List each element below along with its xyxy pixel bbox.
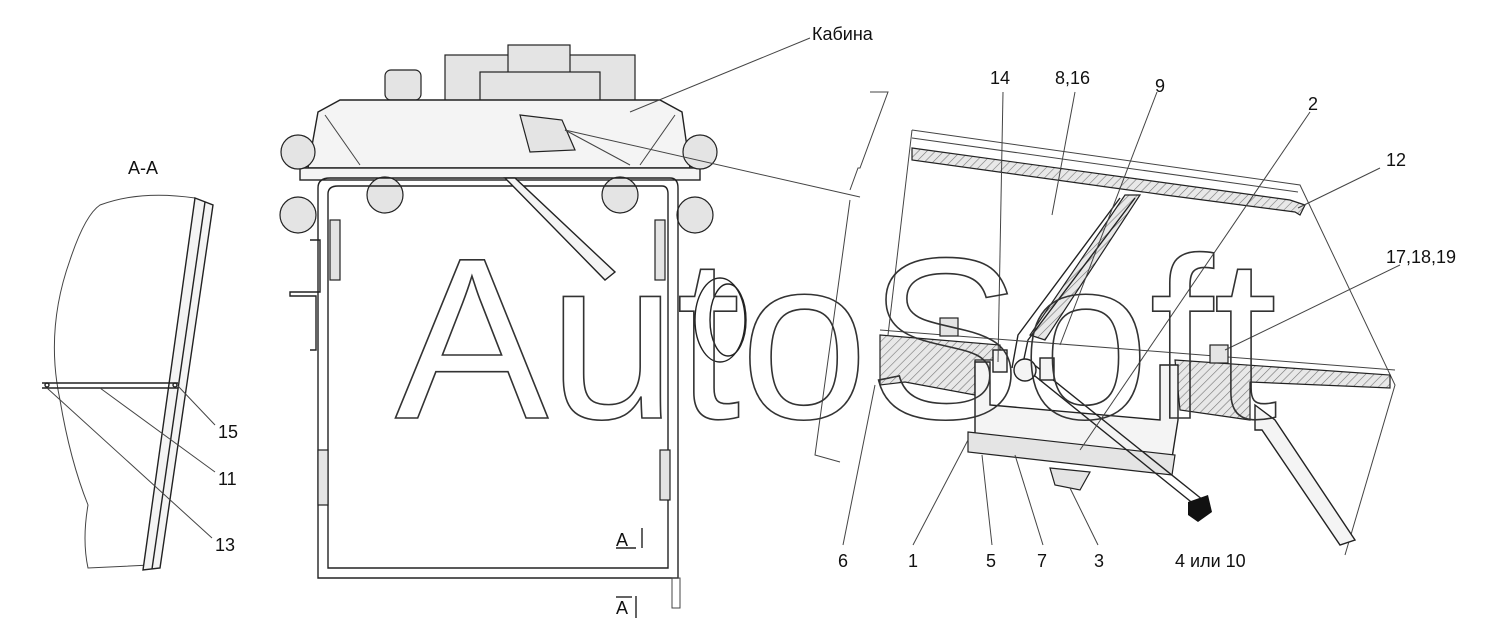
label-part-17-18-19: 17,18,19 xyxy=(1386,247,1456,267)
cabin-rear-view xyxy=(279,37,861,618)
label-part-7: 7 xyxy=(1037,551,1047,571)
label-part-1: 1 xyxy=(908,551,918,571)
cut-mark-a-upper: A xyxy=(616,530,628,550)
label-cabin: Кабина xyxy=(812,24,874,44)
label-part-13: 13 xyxy=(215,535,235,555)
cut-mark-a-lower: A xyxy=(616,598,628,618)
label-part-14: 14 xyxy=(990,68,1010,88)
detail-view xyxy=(814,91,1401,556)
label-part-12: 12 xyxy=(1386,150,1406,170)
label-section-a-a: А-А xyxy=(128,158,158,178)
label-part-15: 15 xyxy=(218,422,238,442)
label-part-2: 2 xyxy=(1308,94,1318,114)
label-part-4-or-10: 4 или 10 xyxy=(1175,551,1246,571)
label-part-6: 6 xyxy=(838,551,848,571)
label-part-9: 9 xyxy=(1155,76,1165,96)
label-part-5: 5 xyxy=(986,551,996,571)
label-part-11: 11 xyxy=(218,469,237,489)
label-part-3: 3 xyxy=(1094,551,1104,571)
label-part-8-16: 8,16 xyxy=(1055,68,1090,88)
section-a-a-view xyxy=(42,194,216,571)
watermark-text: AutoSoft xyxy=(395,210,1277,467)
